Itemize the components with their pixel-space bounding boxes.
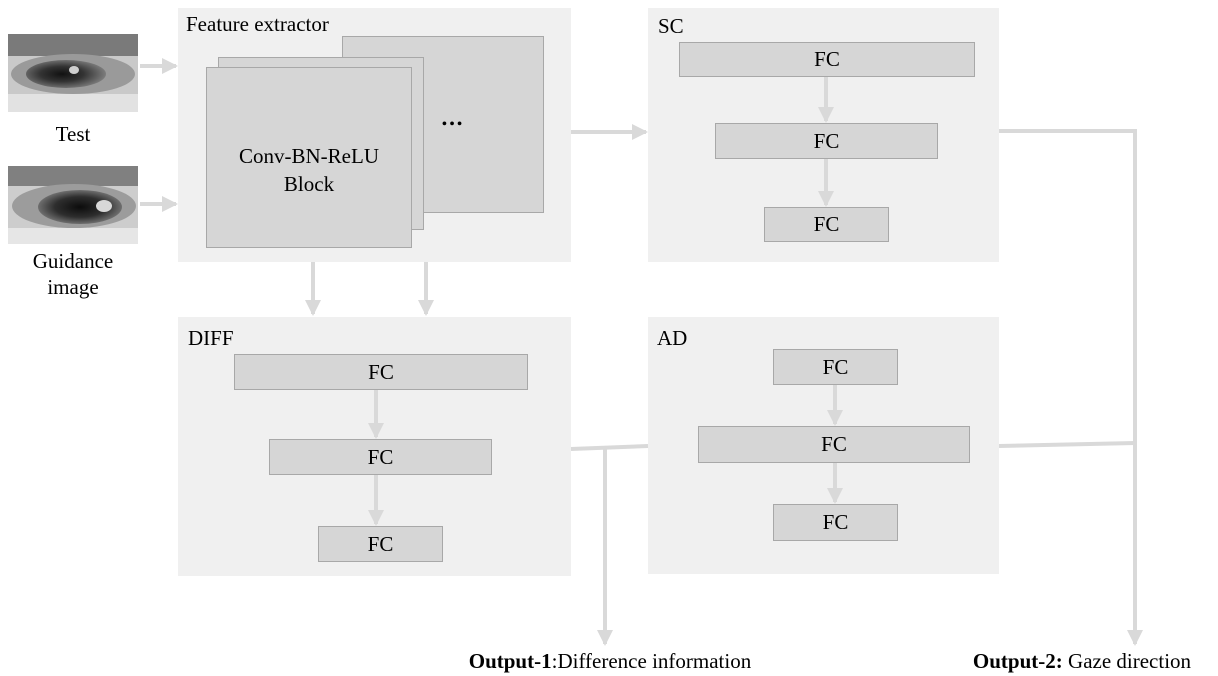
diff-fc-3: FC — [318, 526, 443, 562]
conv-block-front — [206, 67, 412, 248]
ad-fc-2: FC — [698, 426, 970, 463]
test-label: Test — [55, 122, 91, 146]
ad-fc-1: FC — [773, 349, 898, 385]
output-2-label: Output-2: Gaze direction — [950, 648, 1214, 674]
output-1-label: Output-1:Difference information — [430, 648, 790, 674]
test-eye-image — [8, 34, 138, 112]
sc-title: SC — [658, 14, 684, 38]
guidance-label-line1: Guidance — [32, 249, 114, 273]
line-ad-to-output-2 — [998, 441, 1136, 448]
sc-fc-2: FC — [715, 123, 938, 159]
conv-block-label-line1: Conv-BN-ReLU — [239, 144, 379, 168]
sc-fc-3: FC — [764, 207, 889, 242]
ad-title: AD — [657, 326, 688, 350]
output-1-bold: Output-1 — [468, 649, 552, 673]
guidance-label-line2: image — [47, 275, 99, 299]
output-2-bold: Output-2: — [972, 649, 1063, 673]
sc-fc-1: FC — [679, 42, 975, 77]
output-1-text: :Difference information — [551, 649, 752, 673]
guidance-eye-image — [8, 166, 138, 244]
feature-extractor-title: Feature extractor — [186, 12, 329, 36]
conv-block-label-line2: Block — [283, 172, 335, 196]
diff-title: DIFF — [188, 326, 234, 350]
diff-fc-1: FC — [234, 354, 528, 390]
ellipsis-dots: ••• — [441, 116, 465, 133]
line-sc-to-output-2 — [999, 129, 1143, 646]
diff-fc-2: FC — [269, 439, 492, 475]
output-2-text: Gaze direction — [1062, 649, 1192, 673]
ad-fc-3: FC — [773, 504, 898, 541]
line-diff-to-ad — [570, 444, 649, 451]
